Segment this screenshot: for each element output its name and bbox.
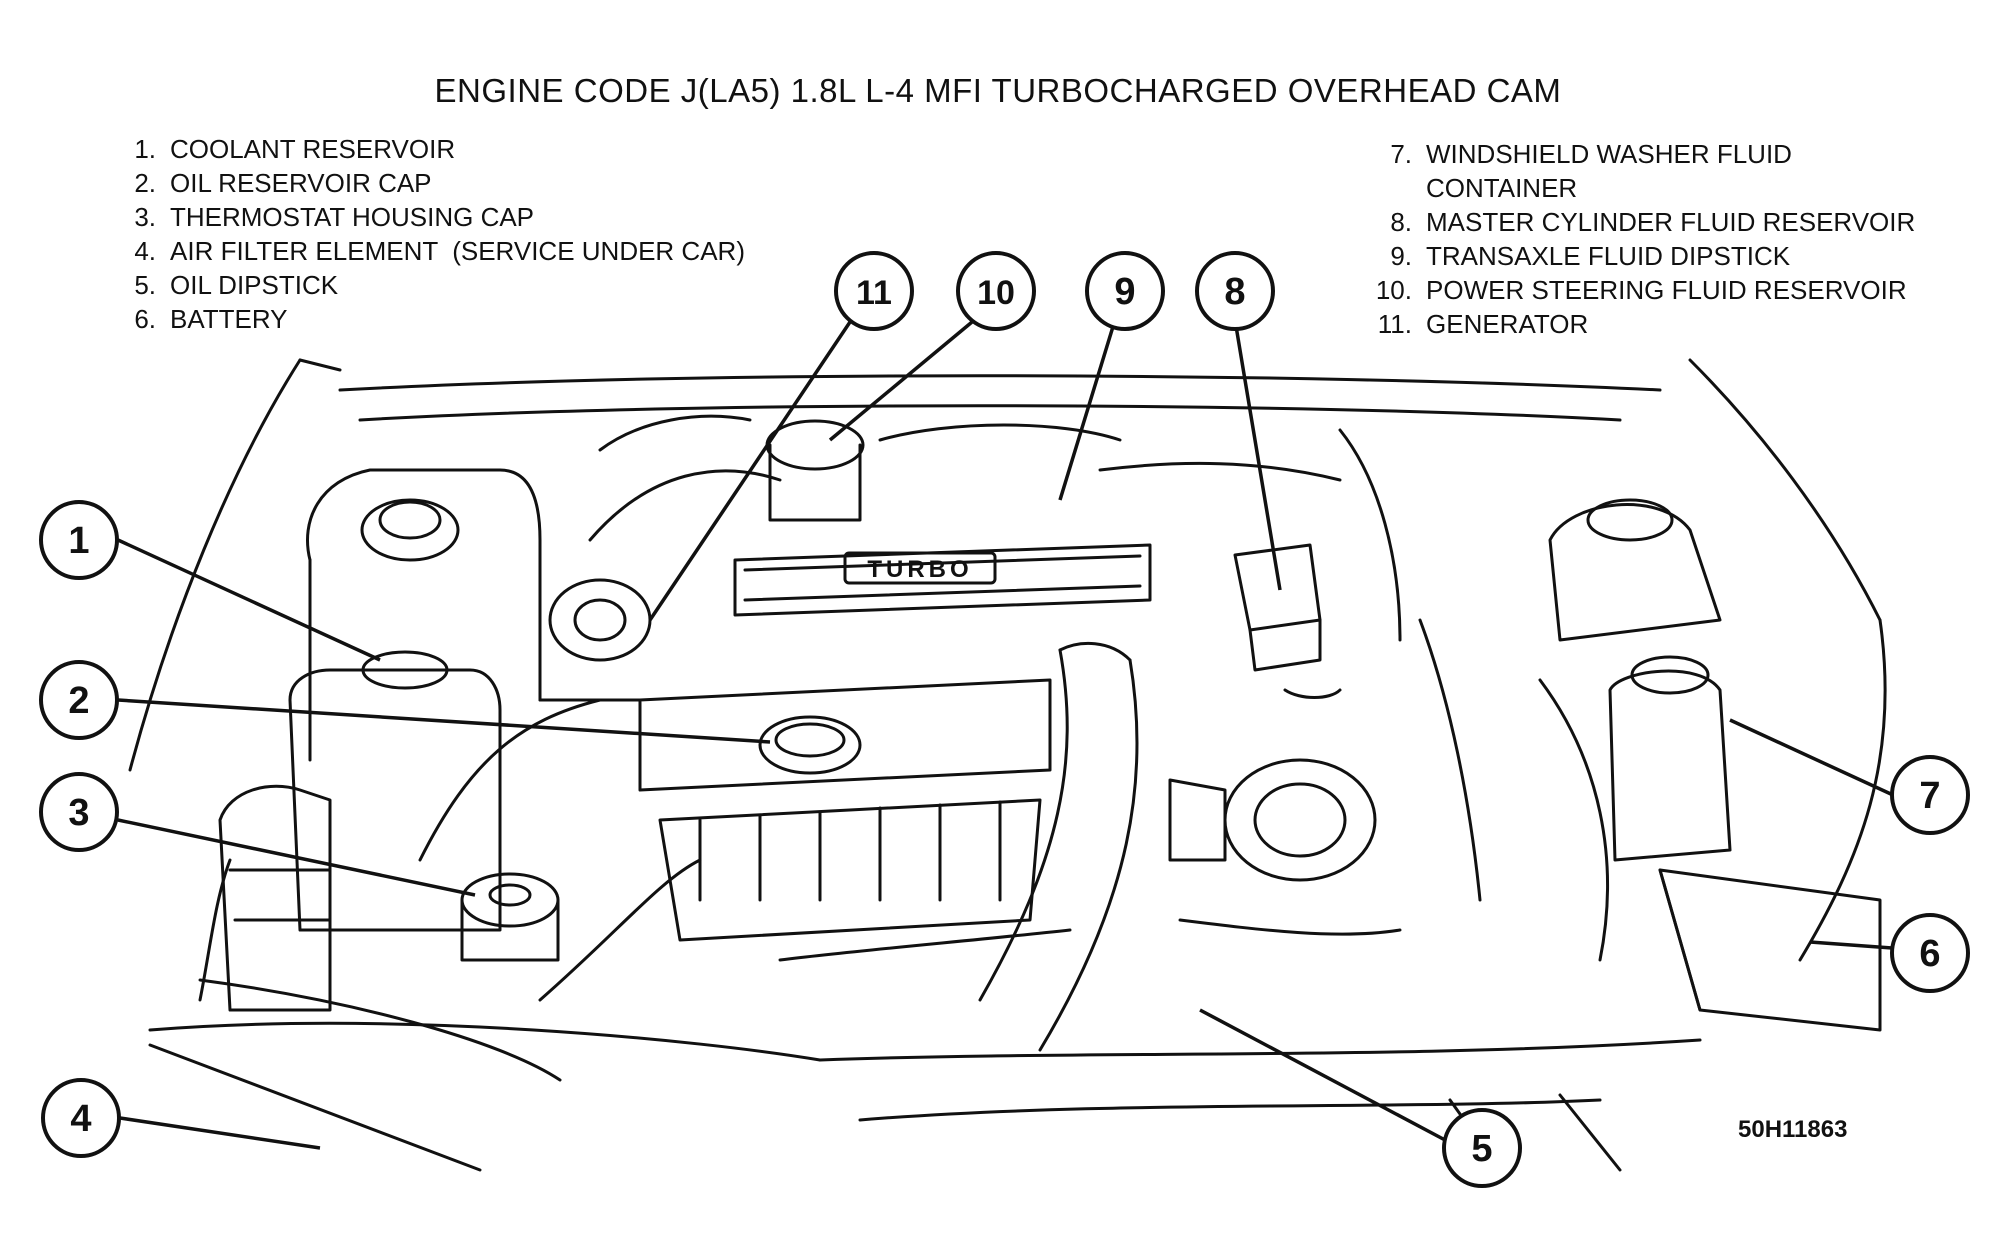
legend-text: MASTER CYLINDER FLUID RESERVOIR <box>1426 207 1916 237</box>
legend-item: 3. THERMOSTAT HOUSING CAP <box>112 200 745 234</box>
legend-left: 1.COOLANT RESERVOIR 2.OIL RESERVOIR CAP … <box>112 132 745 336</box>
callout-number: 6 <box>1919 933 1940 975</box>
callout-11: 11 <box>834 251 914 331</box>
legend-number: 3. <box>134 202 156 232</box>
figure-code: 50H11863 <box>1738 1116 1848 1143</box>
callout-8: 8 <box>1195 251 1275 331</box>
legend-item: 1. COOLANT RESERVOIR <box>112 132 745 166</box>
callout-4: 4 <box>41 1078 121 1158</box>
legend-number: 4. <box>134 236 156 266</box>
callout-9: 9 <box>1085 251 1165 331</box>
callout-10: 10 <box>956 251 1036 331</box>
leader-line-9 <box>1058 319 1117 501</box>
legend-text: AIR FILTER ELEMENT (SERVICE UNDER CAR) <box>170 236 745 266</box>
callout-7: 7 <box>1890 755 1970 835</box>
callout-markers: 1 2 3 4 5 6 7 <box>39 251 1970 1188</box>
engine-bay-drawing <box>128 358 1887 1172</box>
callout-number: 4 <box>70 1098 91 1140</box>
diagram-title: ENGINE CODE J(LA5) 1.8L L-4 MFI TURBOCHA… <box>434 72 1562 109</box>
legend-number: 11. <box>1377 309 1412 339</box>
leader-line-10 <box>828 320 974 442</box>
legend-item: 8. MASTER CYLINDER FLUID RESERVOIR <box>1340 205 1915 239</box>
legend-text: COOLANT RESERVOIR <box>170 134 456 164</box>
callout-circle <box>834 251 914 331</box>
legend-number: 10. <box>1375 275 1412 305</box>
callout-circle <box>1890 913 1970 993</box>
callout-circle <box>1890 755 1970 835</box>
legend-item: 10. POWER STEERING FLUID RESERVOIR <box>1340 273 1915 307</box>
callout-number: 10 <box>977 274 1015 312</box>
callout-number: 1 <box>68 520 89 562</box>
callout-number: 8 <box>1224 271 1245 313</box>
legend-number: 5. <box>134 270 156 300</box>
legend-text: POWER STEERING FLUID RESERVOIR <box>1426 275 1907 305</box>
legend-text: THERMOSTAT HOUSING CAP <box>170 202 535 232</box>
callout-2: 2 <box>39 660 119 740</box>
leader-line-4 <box>119 1116 321 1150</box>
legend-number: 2. <box>134 168 156 198</box>
leader-line-3 <box>117 818 476 897</box>
leader-lines <box>117 319 1894 1150</box>
legend-number: 9. <box>1390 241 1412 271</box>
callout-circle <box>1195 251 1275 331</box>
callout-number: 2 <box>68 680 89 722</box>
legend-text: OIL RESERVOIR CAP <box>170 168 432 198</box>
legend-text: CONTAINER <box>1426 173 1578 203</box>
legend-item: 7. WINDSHIELD WASHER FLUID <box>1340 137 1915 171</box>
legend-number: 7. <box>1390 139 1412 169</box>
legend-text: GENERATOR <box>1426 309 1589 339</box>
leader-line-7 <box>1729 718 1894 797</box>
legend-number: 1. <box>134 134 156 164</box>
legend-item: 4. AIR FILTER ELEMENT (SERVICE UNDER CAR) <box>112 234 745 268</box>
leader-line-5 <box>1199 1008 1446 1142</box>
legend-number: 6. <box>134 304 156 334</box>
callout-circle <box>1085 251 1165 331</box>
legend-text: OIL DIPSTICK <box>170 270 339 300</box>
leader-line-1 <box>117 538 381 662</box>
legend-item: 6. BATTERY <box>112 302 745 336</box>
callout-circle <box>39 772 119 852</box>
legend-item: CONTAINER <box>1340 171 1915 205</box>
leader-line-6 <box>1809 940 1893 950</box>
legend-item: 5. OIL DIPSTICK <box>112 268 745 302</box>
callout-6: 6 <box>1890 913 1970 993</box>
legend-item: 9. TRANSAXLE FLUID DIPSTICK <box>1340 239 1915 273</box>
callout-number: 7 <box>1919 775 1940 817</box>
legend-item: 2. OIL RESERVOIR CAP <box>112 166 745 200</box>
leader-line-2 <box>117 698 771 744</box>
callout-number: 9 <box>1114 271 1135 313</box>
legend-text: WINDSHIELD WASHER FLUID <box>1426 139 1792 169</box>
callout-circle <box>39 500 119 580</box>
callout-circle <box>41 1078 121 1158</box>
callout-5: 5 <box>1442 1108 1522 1188</box>
legend-right: 7. WINDSHIELD WASHER FLUID CONTAINER 8. MA… <box>1340 137 1915 341</box>
callout-circle <box>1442 1108 1522 1188</box>
callout-3: 3 <box>39 772 119 852</box>
legend-text: TRANSAXLE FLUID DIPSTICK <box>1426 241 1791 271</box>
callout-number: 5 <box>1471 1128 1492 1170</box>
callout-circle <box>39 660 119 740</box>
turbo-cam-cover-label: TURBO <box>867 556 972 583</box>
leader-line-11 <box>648 321 852 621</box>
legend-item: 11. GENERATOR <box>1340 307 1915 341</box>
legend-text: BATTERY <box>170 304 288 334</box>
callout-1: 1 <box>39 500 119 580</box>
legend-number: 8. <box>1390 207 1412 237</box>
leader-line-8 <box>1233 319 1282 591</box>
callout-number: 11 <box>856 274 892 312</box>
callout-circle <box>956 251 1036 331</box>
callout-number: 3 <box>68 792 89 834</box>
